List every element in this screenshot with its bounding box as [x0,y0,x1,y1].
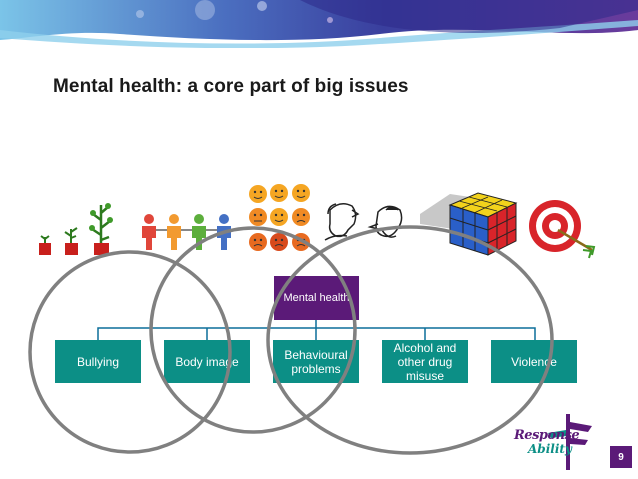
argument-faces-icon [324,203,403,241]
header-banner [0,0,638,48]
people-chain-icon [142,214,231,250]
logo-line-2: Ability [528,442,572,456]
signpost-icon [548,414,592,470]
response-ability-logo: Response Ability [508,412,603,470]
org-box-behavioural-problems: Behavioural problems [273,340,359,383]
page-number-badge: 9 [610,446,632,468]
org-root-box: Mental health [274,276,359,320]
target-arrow-icon [529,200,596,259]
emotion-faces-icon [249,184,310,251]
org-box-bullying: Bullying [55,340,141,383]
rubiks-cube-icon [420,192,518,256]
slide-title: Mental health: a core part of big issues [53,76,409,97]
org-box-body-image: Body image [164,340,250,383]
growing-plants-icon [39,203,113,255]
logo-line-1: Response [514,428,580,443]
org-box-violence: Violence [491,340,577,383]
org-box-alcohol-drugs: Alcohol and other drug misuse [382,340,468,383]
